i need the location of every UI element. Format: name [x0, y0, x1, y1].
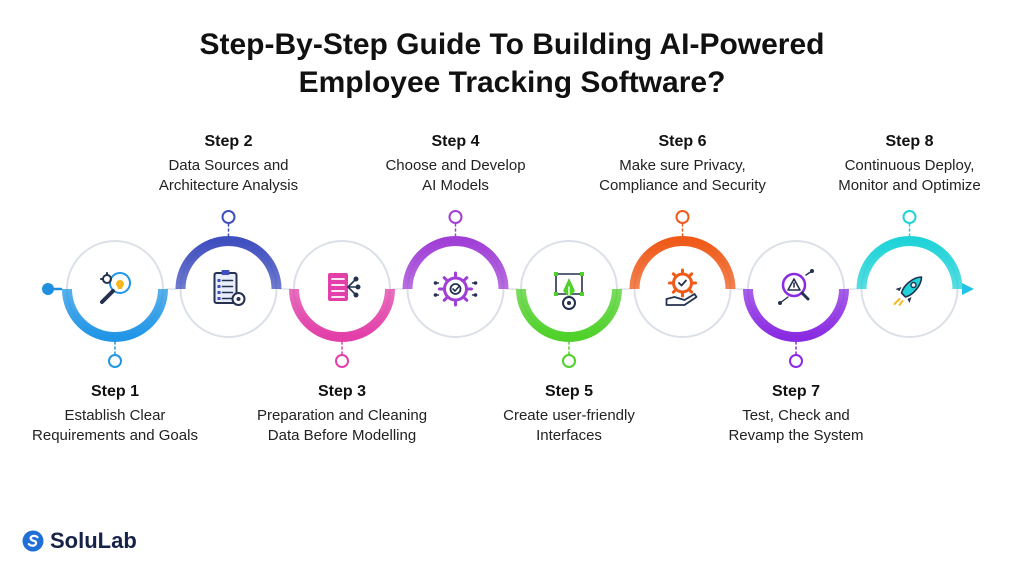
step-description-line-1: Establish Clear	[64, 407, 166, 424]
step-arc-5	[516, 288, 622, 342]
search-lightbulb-icon	[100, 272, 131, 304]
step-description-line-2: Architecture Analysis	[158, 177, 299, 194]
flow-end-arrow	[962, 283, 974, 295]
step-description-line-1: Continuous Deploy,	[844, 157, 975, 174]
step-number: Step 6	[658, 133, 707, 150]
step-number: Step 4	[431, 133, 480, 150]
step-description-line-2: AI Models	[422, 177, 489, 194]
step-arc-4	[402, 236, 509, 290]
step-arc-3	[289, 288, 395, 342]
step-marker-4	[448, 210, 463, 224]
gear-check-hand-icon	[665, 268, 698, 306]
step-description-line-1: Test, Check and	[742, 407, 850, 424]
step-node-4	[402, 210, 519, 338]
step-description-line-1: Choose and Develop	[385, 157, 526, 174]
title-line-2: Employee Tracking Software?	[298, 66, 726, 99]
step-number: Step 2	[204, 133, 253, 150]
step-description-line-2: Data Before Modelling	[267, 427, 417, 444]
title-line-1: Step-By-Step Guide To Building AI-Powere…	[199, 28, 825, 61]
logo-text: SoluLab	[50, 528, 137, 553]
step-node-8	[856, 210, 963, 338]
step-marker-3	[335, 354, 349, 368]
solulab-logo-mark-icon	[22, 530, 44, 552]
step-label-8: Step 8 Continuous Deploy, Monitor and Opti…	[810, 132, 1010, 196]
step-description-line-2: Requirements and Goals	[32, 427, 198, 444]
test-warning-icon	[778, 269, 814, 305]
step-description-line-1: Create user-friendly	[503, 407, 635, 424]
document-network-icon	[328, 273, 361, 301]
step-number: Step 1	[90, 383, 139, 400]
step-description-line-2: Revamp the System	[728, 427, 864, 444]
step-description-line-2: Interfaces	[536, 427, 602, 444]
step-marker-7	[789, 354, 803, 368]
step-label-4: Step 4 Choose and Develop AI Models	[356, 132, 556, 196]
interface-design-icon	[554, 272, 584, 310]
step-arc-2	[175, 236, 282, 290]
step-description-line-2: Compliance and Security	[599, 177, 766, 194]
step-number: Step 7	[771, 383, 820, 400]
step-marker-8	[902, 210, 917, 224]
step-node-5	[516, 240, 633, 368]
step-description: Choose and Develop AI Models	[356, 156, 556, 196]
step-arc-7	[743, 288, 849, 342]
brand-logo: SoluLab	[22, 528, 137, 554]
checklist-gear-icon	[213, 270, 246, 306]
step-label-6: Step 6 Make sure Privacy, Compliance and S…	[583, 132, 783, 196]
step-node-1	[62, 240, 179, 368]
step-description: Continuous Deploy, Monitor and Optimize	[810, 156, 1010, 196]
step-number: Step 8	[885, 133, 934, 150]
step-number: Step 5	[544, 383, 593, 400]
step-marker-2	[221, 210, 236, 224]
flow-start-dot	[42, 283, 54, 295]
step-description-line-1: Data Sources and	[168, 157, 289, 174]
step-arc-1	[62, 288, 168, 342]
step-number: Step 3	[317, 383, 366, 400]
step-description: Make sure Privacy, Compliance and Securit…	[583, 156, 783, 196]
page-title: Step-By-Step Guide To Building AI-Powere…	[0, 26, 1024, 102]
step-node-3	[289, 240, 406, 368]
step-marker-1	[108, 354, 122, 368]
step-arc-8	[856, 236, 963, 290]
step-node-7	[743, 240, 860, 368]
step-description-line-1: Preparation and Cleaning	[256, 407, 428, 424]
ai-chip-gear-icon	[433, 271, 478, 307]
step-description-line-2: Monitor and Optimize	[838, 177, 981, 194]
step-marker-6	[675, 210, 690, 224]
step-node-6	[629, 210, 746, 338]
step-marker-5	[562, 354, 576, 368]
rocket-icon	[893, 276, 923, 306]
step-description-line-1: Make sure Privacy,	[619, 157, 746, 174]
step-arc-6	[629, 236, 736, 290]
